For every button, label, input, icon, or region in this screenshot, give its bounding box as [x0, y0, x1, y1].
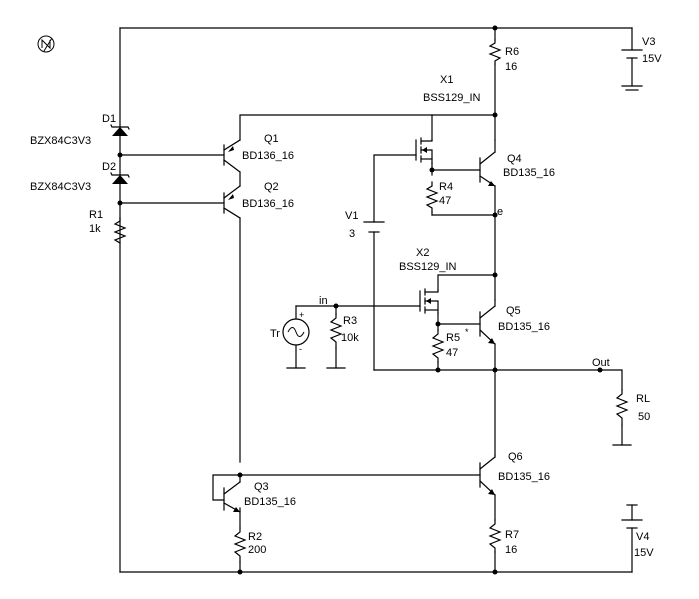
r4-value: 47: [439, 195, 451, 207]
ac-source-icon: [282, 318, 310, 346]
r7-value: 16: [505, 544, 517, 556]
rl-value: 50: [638, 411, 650, 423]
r7-ref: R7: [505, 529, 519, 541]
mosfets: [415, 137, 439, 314]
x2-ref: X2: [416, 247, 429, 259]
v1-value: 3: [349, 228, 355, 240]
d1-value: BZX84C3V3: [30, 135, 91, 147]
tr-ref: Tr: [270, 328, 280, 340]
q3-value: BD135_16: [244, 496, 296, 508]
q4-ref: Q4: [507, 153, 522, 165]
v1-ref: V1: [345, 210, 358, 222]
d1-ref: D1: [102, 113, 116, 125]
q2-value: BD136_16: [242, 198, 294, 210]
r1-ref: R1: [89, 209, 103, 221]
r6-value: 16: [505, 61, 517, 73]
wires: [119, 27, 633, 573]
q1-ref: Q1: [264, 133, 279, 145]
q2-ref: Q2: [264, 181, 279, 193]
tr-minus: -: [299, 344, 302, 354]
dc-sources: [363, 49, 643, 529]
r5-mark: *: [465, 327, 469, 337]
zener-diodes: [110, 124, 130, 184]
r1-value: 1k: [89, 223, 101, 235]
q6-ref: Q6: [508, 451, 523, 463]
q5-value: BD135_16: [498, 321, 550, 333]
r3-ref: R3: [343, 315, 357, 327]
labels: D1 BZX84C3V3 D2 BZX84C3V3 R1 1k Q1 BD136…: [30, 36, 662, 559]
tr-plus: +: [299, 310, 304, 320]
net-e-label: e: [497, 206, 503, 218]
v4-ref: V4: [636, 531, 649, 543]
resistor-symbols: [113, 39, 629, 563]
junction-dots: [117, 25, 603, 575]
q6-value: BD135_16: [498, 471, 550, 483]
circled-n-logo-icon: [37, 35, 55, 53]
q1-value: BD136_16: [242, 150, 294, 162]
v3-ref: V3: [642, 36, 655, 48]
rl-ref: RL: [636, 393, 650, 405]
r5-ref: R5: [446, 332, 460, 344]
x1-value: BSS129_IN: [423, 92, 481, 104]
v3-value: 15V: [642, 53, 662, 65]
d2-value: BZX84C3V3: [30, 181, 91, 193]
transistors: [223, 139, 496, 513]
r3-value: 10k: [341, 332, 359, 344]
v4-value: 15V: [634, 547, 654, 559]
r5-value: 47: [446, 347, 458, 359]
q4-value: BD135_16: [503, 167, 555, 179]
net-out-label: Out: [592, 357, 610, 369]
r4-ref: R4: [439, 181, 453, 193]
r2-ref: R2: [248, 531, 262, 543]
d2-ref: D2: [102, 161, 116, 173]
x1-ref: X1: [440, 74, 453, 86]
x2-value: BSS129_IN: [399, 261, 457, 273]
net-in-label: in: [319, 295, 328, 307]
r6-ref: R6: [505, 46, 519, 58]
q5-ref: Q5: [506, 305, 521, 317]
r2-value: 200: [248, 544, 266, 556]
q3-ref: Q3: [254, 481, 269, 493]
